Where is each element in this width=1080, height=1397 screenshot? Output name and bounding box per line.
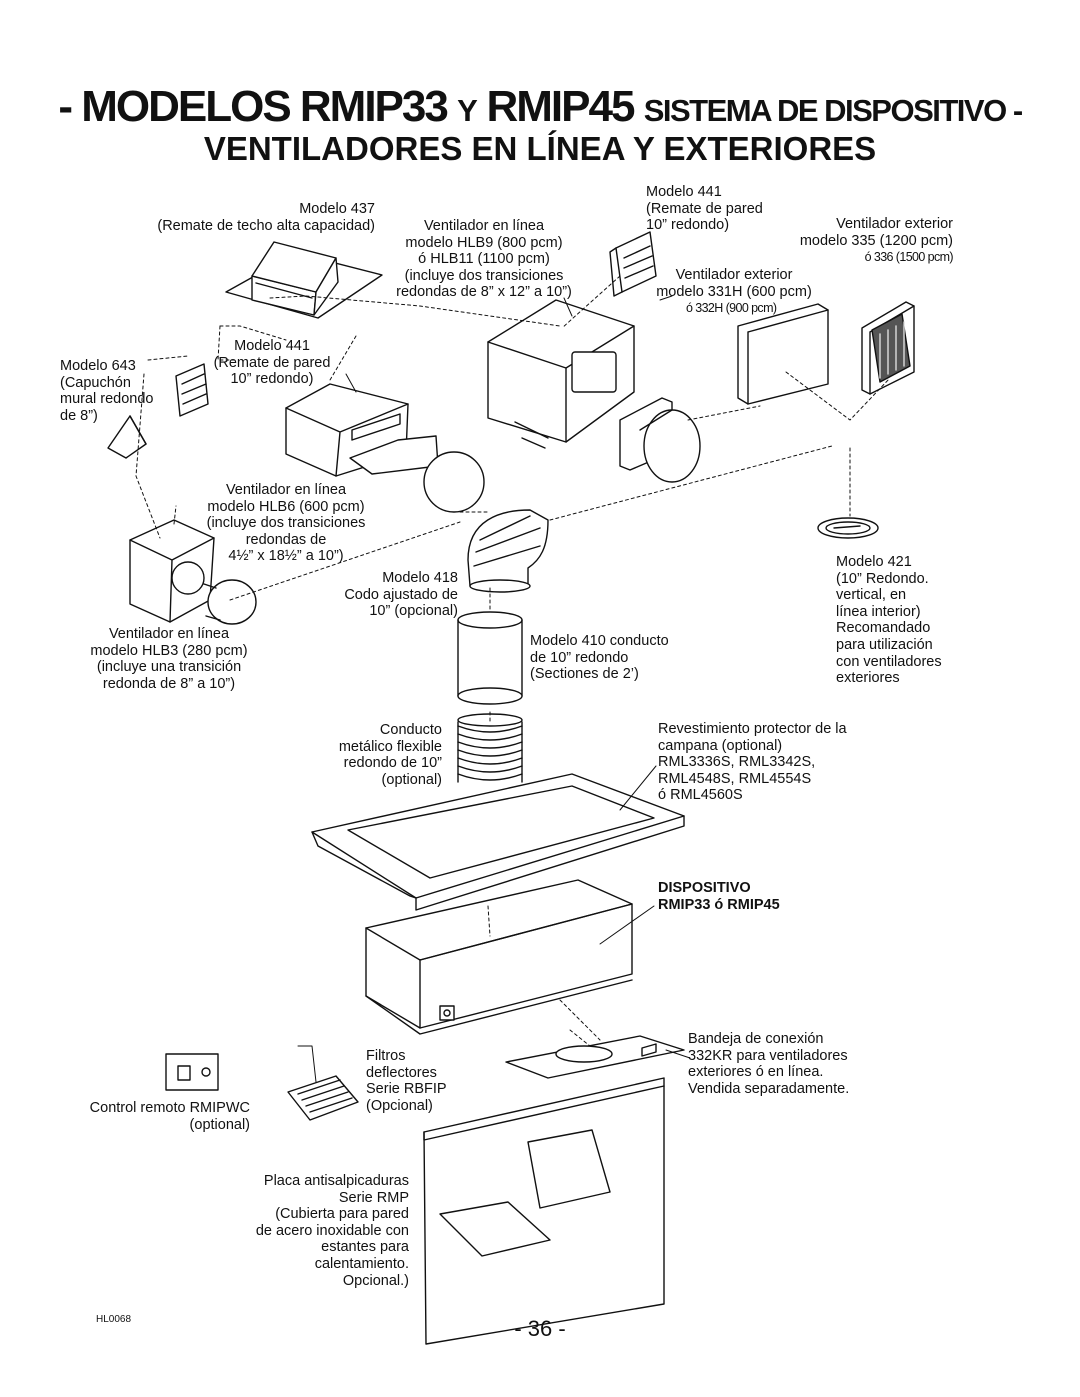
label-remote: Control remoto RMIPWC (optional): [89, 1100, 250, 1133]
label-liner: Revestimiento protector de la campana (o…: [658, 721, 847, 804]
label-modelo-441-left: Modelo 441 (Remate de pared 10” redondo): [213, 338, 331, 388]
label-hlb9: Ventilador en línea modelo HLB9 (800 pcm…: [396, 218, 572, 301]
round-hood-643: [107, 415, 147, 459]
label-modelo-331h: Ventilador exterior modelo 331H (600 pcm…: [656, 267, 812, 300]
title-system: SISTEMA DE DISPOSITIVO -: [643, 93, 1023, 128]
inline-fan-hlb9: [487, 299, 635, 449]
page-title: - MODELOS RMIP33 Y RMIP45 SISTEMA DE DIS…: [0, 82, 1080, 132]
inline-fan-hlb3: [129, 519, 257, 625]
exterior-fan-335: [861, 301, 915, 395]
title-y: Y: [457, 93, 478, 128]
label-modelo-336: ó 336 (1500 pcm): [864, 250, 954, 264]
leader-lines: [297, 295, 691, 1083]
inline-fan-hlb6: [285, 383, 485, 513]
hood-liner: [311, 773, 685, 911]
label-modelo-418: Modelo 418 Codo ajustado de 10” (opciona…: [344, 570, 458, 620]
label-backsplash: Placa antisalpicaduras Serie RMP (Cubier…: [255, 1173, 409, 1289]
connector-lines: [135, 275, 891, 1047]
roof-cap-437: [225, 241, 383, 319]
label-hlb6: Ventilador en línea modelo HLB6 (600 pcm…: [206, 482, 366, 565]
connection-tray: [505, 1035, 685, 1079]
label-modelo-643: Modelo 643 (Capuchón mural redondo de 8”…: [60, 358, 154, 424]
label-flex-duct: Conducto metálico flexible redondo de 10…: [338, 722, 442, 788]
elbow-418: [467, 509, 549, 593]
remote-control: [165, 1053, 219, 1091]
label-insert: DISPOSITIVO RMIP33 ó RMIP45: [658, 880, 780, 913]
transition-hlb9: [619, 397, 701, 483]
exterior-fan-331h: [737, 303, 829, 405]
label-modelo-410: Modelo 410 conducto de 10” redondo (Sect…: [530, 633, 669, 683]
title-prefix: - MODELOS RMIP33: [58, 82, 448, 131]
baffle-filter: [287, 1075, 359, 1121]
page-subtitle: VENTILADORES EN LÍNEA Y EXTERIORES: [203, 130, 877, 167]
flexible-duct: [457, 713, 523, 783]
label-tray: Bandeja de conexión 332KR para ventilado…: [688, 1031, 850, 1097]
page-number: - 36 -: [514, 1316, 566, 1341]
wall-cap-441-left: [175, 363, 209, 417]
figure-code: HL0068: [96, 1314, 132, 1325]
hood-insert: [365, 879, 633, 1035]
label-modelo-335: Ventilador exterior modelo 335 (1200 pcm…: [799, 216, 953, 249]
title-model: RMIP45: [486, 82, 636, 131]
label-hlb3: Ventilador en línea modelo HLB3 (280 pcm…: [90, 626, 248, 692]
label-modelo-421: Modelo 421 (10” Redondo. vertical, en lí…: [836, 554, 942, 687]
backsplash-panel: [423, 1077, 665, 1345]
label-modelo-441-top: Modelo 441 (Remate de pared 10” redondo): [646, 184, 763, 234]
wall-cap-441-top: [609, 231, 657, 297]
duct-410: [457, 611, 523, 705]
label-filters: Filtros deflectores Serie RBFIP (Opciona…: [366, 1048, 447, 1114]
vertical-damper-421: [817, 517, 879, 539]
label-modelo-332h: ó 332H (900 pcm): [686, 301, 777, 315]
label-modelo-437: Modelo 437 (Remate de techo alta capacid…: [157, 201, 375, 234]
